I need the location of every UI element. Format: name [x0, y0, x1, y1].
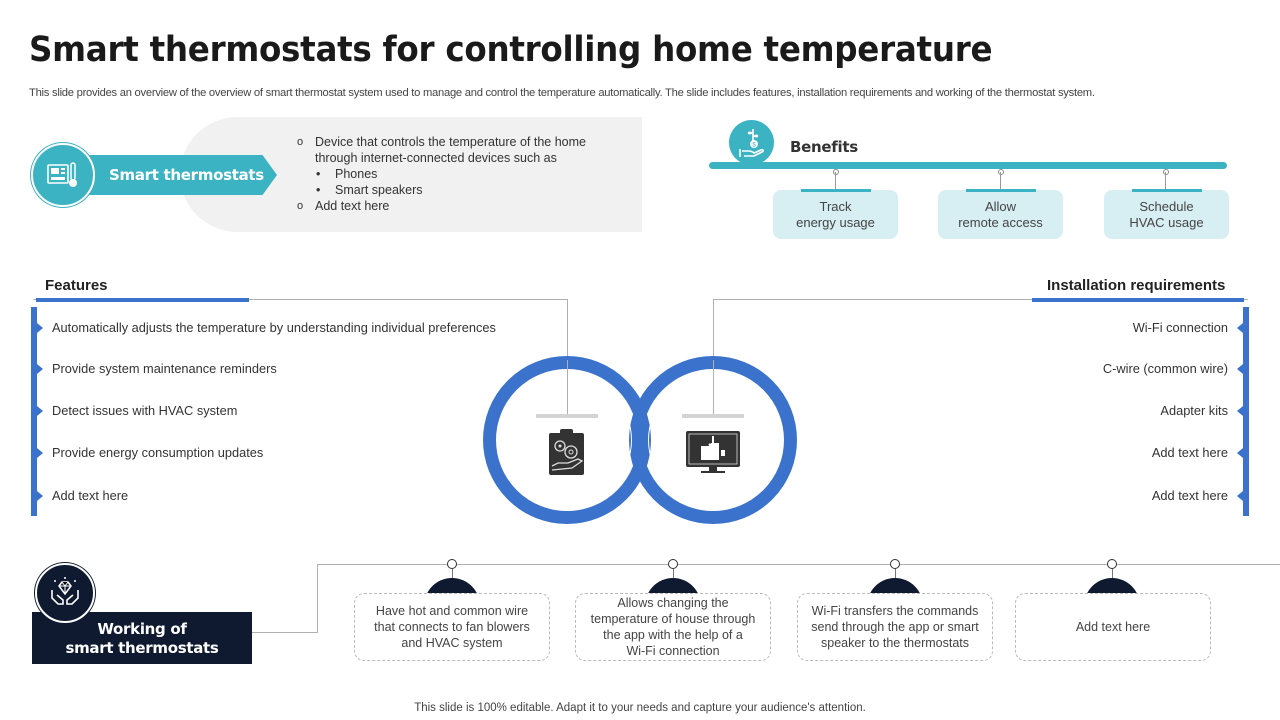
working-step-card: Wi-Fi transfers the commands send throug…: [797, 593, 993, 661]
clipboard-gears-icon: [548, 428, 586, 481]
arrow-right-icon: [37, 448, 43, 458]
feature-item: Provide system maintenance reminders: [52, 361, 277, 376]
step-pin: [890, 559, 900, 569]
working-step-card: Allows changing the temperature of house…: [575, 593, 771, 661]
arrow-left-icon: [1237, 448, 1243, 458]
timeline-stem: [835, 172, 836, 189]
feature-item: Add text here: [52, 488, 129, 503]
benefit-line: HVAC usage: [1129, 214, 1204, 230]
arrow-left-icon: [1237, 491, 1243, 501]
benefit-line: remote access: [958, 214, 1043, 230]
working-icon-badge: [35, 563, 95, 623]
step-stem: [895, 568, 896, 580]
footer-note: This slide is 100% editable. Adapt it to…: [414, 702, 866, 714]
step-text: send through the app or smart: [811, 620, 979, 634]
smart-thermostats-label: Smart thermostats: [70, 155, 277, 195]
features-connector-inner: [567, 360, 568, 416]
step-text: the app with the help of a: [603, 628, 743, 642]
step-stem: [673, 568, 674, 580]
working-step-card: Have hot and common wire that connects t…: [354, 593, 550, 661]
step-text: Allows changing the: [617, 596, 729, 610]
step-text: Have hot and common wire: [375, 604, 529, 618]
arrow-left-icon: [1237, 406, 1243, 416]
bullet-item: Device that controls the temperature of …: [297, 134, 586, 150]
benefits-icon-badge: $: [729, 120, 774, 165]
step-stem: [452, 568, 453, 580]
diamond-hands-icon: [51, 577, 79, 605]
page-subtitle: This slide provides an overview of the o…: [29, 87, 1095, 99]
arrow-left-icon: [1237, 364, 1243, 374]
installation-connector-line: [713, 299, 1248, 300]
step-text: and HVAC system: [401, 636, 503, 650]
sub-bullet-item: Smart speakers: [297, 182, 586, 198]
bullet-item-continued: through internet-connected devices such …: [315, 151, 557, 165]
step-stem: [1112, 568, 1113, 580]
installation-connector-inner: [713, 360, 714, 416]
feature-item: Detect issues with HVAC system: [52, 403, 238, 418]
features-connector-line: [33, 299, 568, 300]
bullet-item: Add text here: [297, 198, 586, 214]
installation-item: Add text here: [1151, 488, 1228, 503]
installation-side-bar: [1243, 307, 1249, 516]
sub-bullet-item: Phones: [297, 166, 586, 182]
step-text: that connects to fan blowers: [374, 620, 530, 634]
features-side-bar: [31, 307, 37, 516]
timeline-dot: [833, 169, 839, 175]
timeline-dot: [1163, 169, 1169, 175]
arrow-right-icon: [37, 491, 43, 501]
benefit-line: Track: [819, 198, 852, 214]
arrow-right-icon: [37, 406, 43, 416]
smart-thermostats-icon-badge: [31, 143, 95, 207]
installation-item: Wi-Fi connection: [1132, 320, 1228, 335]
installation-title: Installation requirements: [1047, 277, 1226, 294]
step-text: Wi-Fi transfers the commands: [811, 604, 979, 618]
step-pin: [1107, 559, 1117, 569]
working-step-card: Add text here: [1015, 593, 1211, 661]
step-text: temperature of house through: [590, 612, 756, 626]
installation-title-underline: [1032, 298, 1244, 302]
monitor-download-icon: [685, 430, 741, 479]
feature-item: Provide energy consumption updates: [52, 445, 264, 460]
benefit-card-cap: [1132, 189, 1202, 192]
working-timeline-line: [317, 564, 1280, 565]
benefit-line: Allow: [984, 198, 1017, 214]
benefits-timeline-bar: [709, 162, 1227, 169]
arrow-right-icon: [37, 323, 43, 333]
arrow-left-icon: [1237, 323, 1243, 333]
step-pin: [668, 559, 678, 569]
benefit-card-cap: [966, 189, 1036, 192]
working-connector-vertical: [317, 564, 318, 633]
features-title-underline: [36, 298, 249, 302]
timeline-stem: [1165, 172, 1166, 189]
svg-text:$: $: [752, 142, 756, 148]
step-text: speaker to the thermostats: [821, 636, 969, 650]
arrow-right-icon: [37, 364, 43, 374]
step-text: Wi-Fi connection: [626, 644, 720, 658]
ring-label-bar: [536, 414, 598, 418]
installation-item: C-wire (common wire): [1102, 361, 1228, 376]
thermostat-icon: [47, 162, 77, 187]
benefits-title: Benefits: [790, 138, 858, 156]
page-title: Smart thermostats for controlling home t…: [29, 30, 993, 70]
timeline-dot: [998, 169, 1004, 175]
installation-item: Add text here: [1151, 445, 1228, 460]
installation-item: Adapter kits: [1160, 403, 1228, 418]
benefit-line: energy usage: [796, 214, 875, 230]
step-text: Add text here: [1075, 620, 1151, 634]
benefit-card-cap: [801, 189, 871, 192]
feature-item: Automatically adjusts the temperature by…: [52, 320, 496, 335]
benefit-line: Schedule: [1139, 198, 1194, 214]
working-connector-line: [252, 632, 318, 633]
step-pin: [447, 559, 457, 569]
working-title-line: smart thermostats: [65, 639, 219, 657]
timeline-stem: [1000, 172, 1001, 189]
ring-label-bar: [682, 414, 744, 418]
features-title: Features: [45, 277, 108, 294]
money-plant-hand-icon: $: [738, 128, 764, 157]
smart-thermostats-description: Device that controls the temperature of …: [297, 134, 586, 214]
working-title-line: Working of: [97, 620, 187, 638]
